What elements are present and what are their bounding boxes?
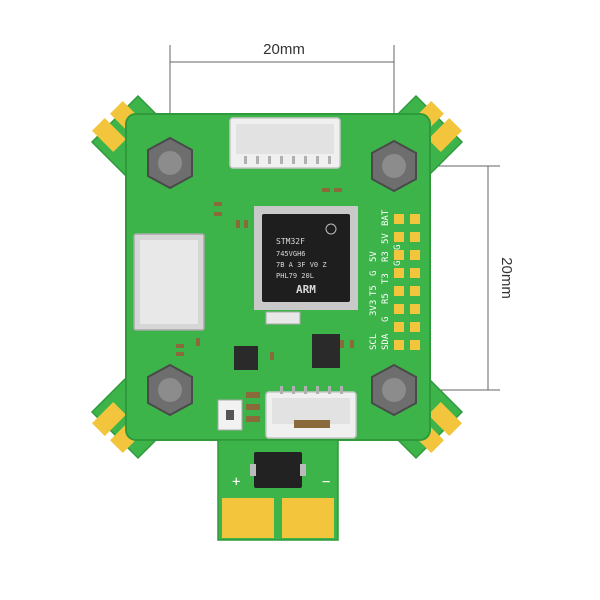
pad-label-scl: SCL	[369, 334, 379, 350]
boot-button-cap	[226, 410, 234, 420]
pad-label-g-1: G	[369, 271, 379, 276]
plus-label: +	[232, 474, 240, 490]
pad-label-sda: SDA	[381, 333, 391, 350]
bottom-connector	[265, 386, 357, 439]
crystal	[265, 311, 301, 325]
standoff-bottom-left	[147, 363, 193, 417]
pad-label-5v-2: 5V	[381, 233, 391, 244]
pad-label-r3: R3	[381, 251, 391, 262]
pad-label-column-1: SCL 3V3 T5 G 5V	[369, 251, 379, 350]
power-tab: + −	[217, 439, 339, 541]
pad-label-t3: T3	[381, 273, 391, 284]
mcu-chip: STM32F 745VGH6 7B A 3F V0 Z PHL79 20L AR…	[254, 206, 358, 310]
vertical-dimension-label: 20mm	[498, 257, 515, 299]
regulator-chip	[234, 346, 258, 370]
usb-connector	[133, 233, 205, 331]
pad-label-g-3: G	[393, 261, 403, 266]
horizontal-dimension-label: 20mm	[263, 41, 305, 58]
power-diode	[254, 452, 302, 488]
passive-components	[176, 188, 354, 428]
pad-label-r5: R5	[381, 293, 391, 304]
standoff-bottom-right	[371, 363, 417, 417]
minus-label: −	[322, 474, 330, 490]
standoff-top-left	[147, 136, 193, 190]
pad-label-g-2: G	[381, 317, 391, 322]
pad-label-t5: T5	[369, 285, 379, 296]
mcu-line-4: PHL79 20L	[276, 272, 314, 280]
standoff-top-right	[371, 139, 417, 193]
solder-pad-grid	[394, 214, 420, 350]
mcu-line-3: 7B A 3F V0 Z	[276, 261, 327, 269]
top-connector	[229, 117, 341, 169]
sensor-chip	[312, 334, 340, 368]
pad-label-3v3: 3V3	[369, 300, 379, 316]
pad-label-5v-1: 5V	[369, 251, 379, 262]
pad-label-g-4: G	[393, 245, 403, 250]
mcu-line-2: 745VGH6	[276, 250, 306, 258]
power-pad-positive	[222, 498, 274, 538]
mcu-line-1: STM32F	[276, 237, 305, 246]
power-pad-negative	[282, 498, 334, 538]
pad-label-column-2: SDA G R5 T3 R3 5V G G BAT	[381, 209, 403, 350]
vertical-dimension: 20mm	[405, 165, 515, 391]
mcu-brand: ARM	[296, 283, 316, 296]
pad-label-bat: BAT	[381, 209, 391, 226]
st-logo-icon	[325, 223, 337, 235]
